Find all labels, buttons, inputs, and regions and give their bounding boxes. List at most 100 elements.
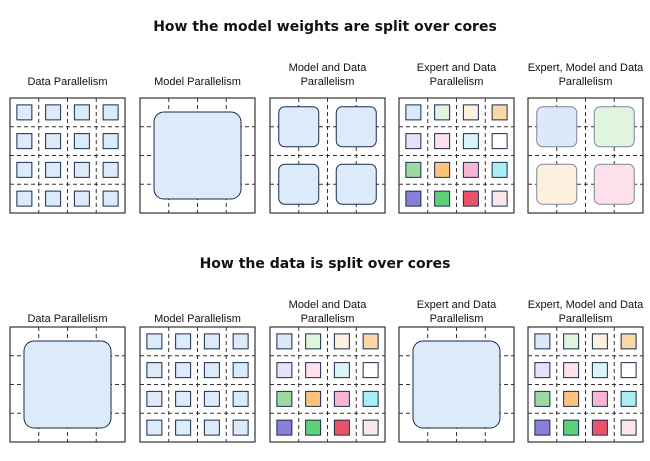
- core-block: [45, 133, 62, 150]
- core-block: [591, 390, 608, 407]
- core-block: [175, 419, 192, 436]
- core-block: [491, 190, 508, 207]
- core-block: [276, 333, 293, 350]
- panel-label: Parallelism: [301, 76, 355, 88]
- shard-block: [536, 106, 578, 148]
- panel-label: Data Parallelism: [27, 76, 107, 88]
- core-block: [534, 390, 551, 407]
- core-block: [333, 390, 350, 407]
- core-block: [276, 390, 293, 407]
- core-block: [434, 104, 451, 121]
- full-block: [412, 340, 501, 429]
- core-block: [305, 362, 322, 379]
- core-block: [305, 390, 322, 407]
- core-block: [73, 133, 90, 150]
- core-block: [620, 362, 637, 379]
- panel-label: Expert, Model and Data: [528, 299, 644, 311]
- core-block: [73, 161, 90, 178]
- core-block: [434, 161, 451, 178]
- core-block: [362, 390, 379, 407]
- core-block: [146, 390, 163, 407]
- core-block: [591, 333, 608, 350]
- core-block: [534, 419, 551, 436]
- core-block: [203, 390, 220, 407]
- core-block: [333, 419, 350, 436]
- core-block: [232, 362, 249, 379]
- full-block: [153, 111, 242, 200]
- core-block: [175, 333, 192, 350]
- core-block: [591, 419, 608, 436]
- core-block: [102, 104, 119, 121]
- core-block: [333, 333, 350, 350]
- core-block: [146, 419, 163, 436]
- core-block: [45, 104, 62, 121]
- shard-block: [335, 163, 377, 205]
- weights-split-row: Data Parallelism Model Parallelism Model a…: [9, 62, 644, 214]
- core-block: [462, 104, 479, 121]
- core-block: [434, 190, 451, 207]
- panel-label: Parallelism: [430, 76, 484, 88]
- panel-label: Model and Data: [289, 62, 368, 74]
- core-block: [102, 190, 119, 207]
- full-block: [23, 340, 112, 429]
- shard-block: [278, 106, 320, 148]
- bottom-title: How the data is split over cores: [200, 256, 451, 272]
- core-block: [73, 190, 90, 207]
- panel-label: Model and Data: [289, 299, 368, 311]
- core-block: [620, 419, 637, 436]
- panel-label: Model Parallelism: [154, 76, 241, 88]
- panel-label: Parallelism: [559, 313, 613, 325]
- core-block: [146, 362, 163, 379]
- panel-label: Parallelism: [430, 313, 484, 325]
- core-block: [276, 362, 293, 379]
- data-split-row: Data Parallelism Model Parallelism Model a…: [9, 299, 644, 443]
- core-block: [462, 161, 479, 178]
- top-panel-2: Model Parallelism: [139, 76, 256, 214]
- core-block: [16, 161, 33, 178]
- core-block: [462, 133, 479, 150]
- core-block: [45, 161, 62, 178]
- core-block: [333, 362, 350, 379]
- core-block: [16, 190, 33, 207]
- panel-label: Model Parallelism: [154, 313, 241, 325]
- core-block: [362, 362, 379, 379]
- core-block: [620, 333, 637, 350]
- core-block: [102, 161, 119, 178]
- core-block: [203, 362, 220, 379]
- core-block: [16, 133, 33, 150]
- core-block: [620, 390, 637, 407]
- core-block: [491, 104, 508, 121]
- core-block: [563, 390, 580, 407]
- bottom-panel-2: Model Parallelism: [139, 313, 256, 443]
- core-block: [405, 133, 422, 150]
- core-block: [563, 419, 580, 436]
- core-block: [563, 362, 580, 379]
- top-panel-1: Data Parallelism: [9, 76, 126, 214]
- core-block: [276, 419, 293, 436]
- core-block: [434, 133, 451, 150]
- core-block: [203, 333, 220, 350]
- core-block: [175, 390, 192, 407]
- panel-label: Parallelism: [559, 76, 613, 88]
- core-block: [16, 104, 33, 121]
- core-block: [491, 161, 508, 178]
- shard-block: [278, 163, 320, 205]
- core-block: [462, 190, 479, 207]
- core-block: [73, 104, 90, 121]
- top-title: How the model weights are split over cor…: [153, 19, 497, 35]
- core-block: [146, 333, 163, 350]
- core-block: [534, 362, 551, 379]
- shard-block: [593, 163, 635, 205]
- shard-block: [536, 163, 578, 205]
- core-block: [232, 333, 249, 350]
- panel-label: Data Parallelism: [27, 313, 107, 325]
- core-block: [232, 419, 249, 436]
- core-block: [305, 333, 322, 350]
- core-block: [405, 190, 422, 207]
